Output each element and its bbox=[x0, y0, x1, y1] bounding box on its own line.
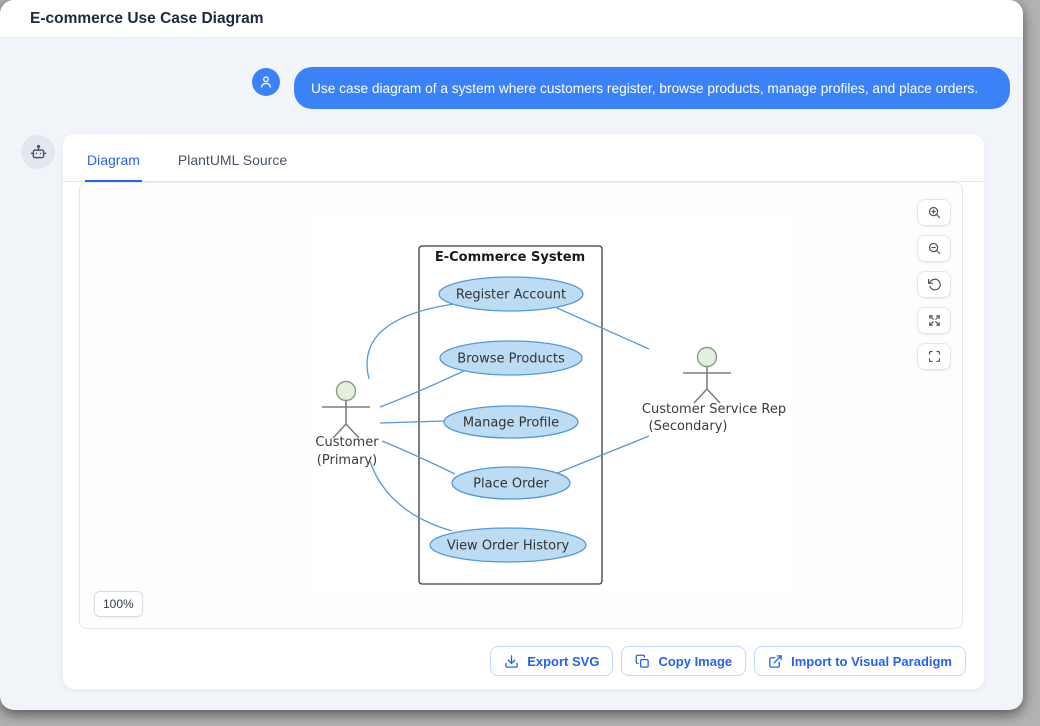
zoom-in-icon bbox=[928, 206, 940, 219]
svg-text:View Order History: View Order History bbox=[447, 539, 570, 554]
actor-customer-service-rep: Customer Service Rep (Secondary) bbox=[642, 346, 786, 434]
expand-arrows-icon bbox=[928, 315, 940, 326]
import-visual-paradigm-label: Import to Visual Paradigm bbox=[791, 653, 952, 669]
reset-view-button[interactable] bbox=[917, 271, 951, 298]
usecase-labels: Register Account Browse Products Manage … bbox=[447, 288, 570, 554]
usecase-nodes bbox=[429, 276, 587, 563]
assoc-customer-place bbox=[381, 440, 456, 475]
page-title: E-commerce Use Case Diagram bbox=[30, 9, 264, 27]
zoom-out-button[interactable] bbox=[917, 235, 951, 262]
import-visual-paradigm-button[interactable]: Import to Visual Paradigm bbox=[754, 646, 966, 676]
bot-avatar bbox=[21, 135, 55, 169]
actor-customer: Customer (Primary) bbox=[315, 380, 379, 468]
assoc-customer-browse bbox=[379, 369, 467, 408]
zoom-out-icon bbox=[928, 242, 940, 255]
reset-icon bbox=[927, 278, 941, 291]
association-lines bbox=[366, 303, 650, 532]
copy-image-label: Copy Image bbox=[658, 653, 733, 669]
svg-text:Register Account: Register Account bbox=[456, 288, 566, 303]
assoc-customer-manage bbox=[379, 420, 445, 424]
svg-text:Place Order: Place Order bbox=[473, 477, 549, 492]
chat-row: Use case diagram of a system where custo… bbox=[252, 67, 1010, 109]
window-header: E-commerce Use Case Diagram bbox=[0, 0, 1023, 38]
tab-bar: Diagram PlantUML Source bbox=[63, 134, 984, 182]
copy-image-button[interactable]: Copy Image bbox=[621, 646, 747, 676]
tab-diagram[interactable]: Diagram bbox=[85, 152, 142, 182]
user-message-bubble: Use case diagram of a system where custo… bbox=[294, 67, 1010, 109]
fullscreen-icon bbox=[928, 350, 940, 363]
external-link-icon bbox=[769, 654, 782, 668]
svg-text:(Secondary): (Secondary) bbox=[649, 419, 728, 434]
zoom-level-badge: 100% bbox=[94, 591, 143, 617]
assoc-rep-place bbox=[554, 435, 650, 475]
svg-text:Browse Products: Browse Products bbox=[457, 352, 565, 367]
app-window: E-commerce Use Case Diagram Use case dia… bbox=[0, 0, 1023, 710]
tab-plantuml-source[interactable]: PlantUML Source bbox=[176, 152, 289, 181]
assoc-customer-history bbox=[369, 460, 453, 532]
export-svg-button[interactable]: Export SVG bbox=[490, 646, 614, 676]
action-bar: Export SVG Copy Image Import to Visual P… bbox=[79, 646, 966, 676]
robot-icon bbox=[30, 144, 46, 158]
diagram-canvas: E-Commerce System bbox=[312, 214, 792, 592]
export-svg-label: Export SVG bbox=[527, 653, 600, 669]
svg-text:Customer Service Rep: Customer Service Rep bbox=[642, 402, 786, 417]
download-icon bbox=[505, 654, 518, 668]
usecase-manage-profile bbox=[443, 405, 579, 439]
user-avatar bbox=[252, 68, 280, 96]
svg-text:Manage Profile: Manage Profile bbox=[463, 416, 559, 431]
diagram-card: Diagram PlantUML Source E-Commerce Syste… bbox=[62, 133, 985, 690]
zoom-controls bbox=[917, 199, 951, 370]
copy-icon bbox=[636, 654, 650, 668]
user-icon bbox=[261, 76, 271, 88]
assoc-rep-register bbox=[556, 307, 650, 350]
system-boundary-title: E-Commerce System bbox=[435, 250, 585, 265]
svg-text:Customer: Customer bbox=[315, 435, 379, 450]
assoc-customer-register bbox=[366, 303, 455, 380]
diagram-viewport[interactable]: E-Commerce System bbox=[79, 182, 963, 629]
usecase-register-account bbox=[438, 276, 584, 312]
usecase-view-order-history bbox=[429, 527, 587, 563]
svg-text:(Primary): (Primary) bbox=[317, 453, 377, 468]
usecase-browse-products bbox=[439, 340, 583, 376]
fullscreen-button[interactable] bbox=[917, 343, 951, 370]
usecase-place-order bbox=[451, 466, 571, 500]
zoom-in-button[interactable] bbox=[917, 199, 951, 226]
expand-button[interactable] bbox=[917, 307, 951, 334]
